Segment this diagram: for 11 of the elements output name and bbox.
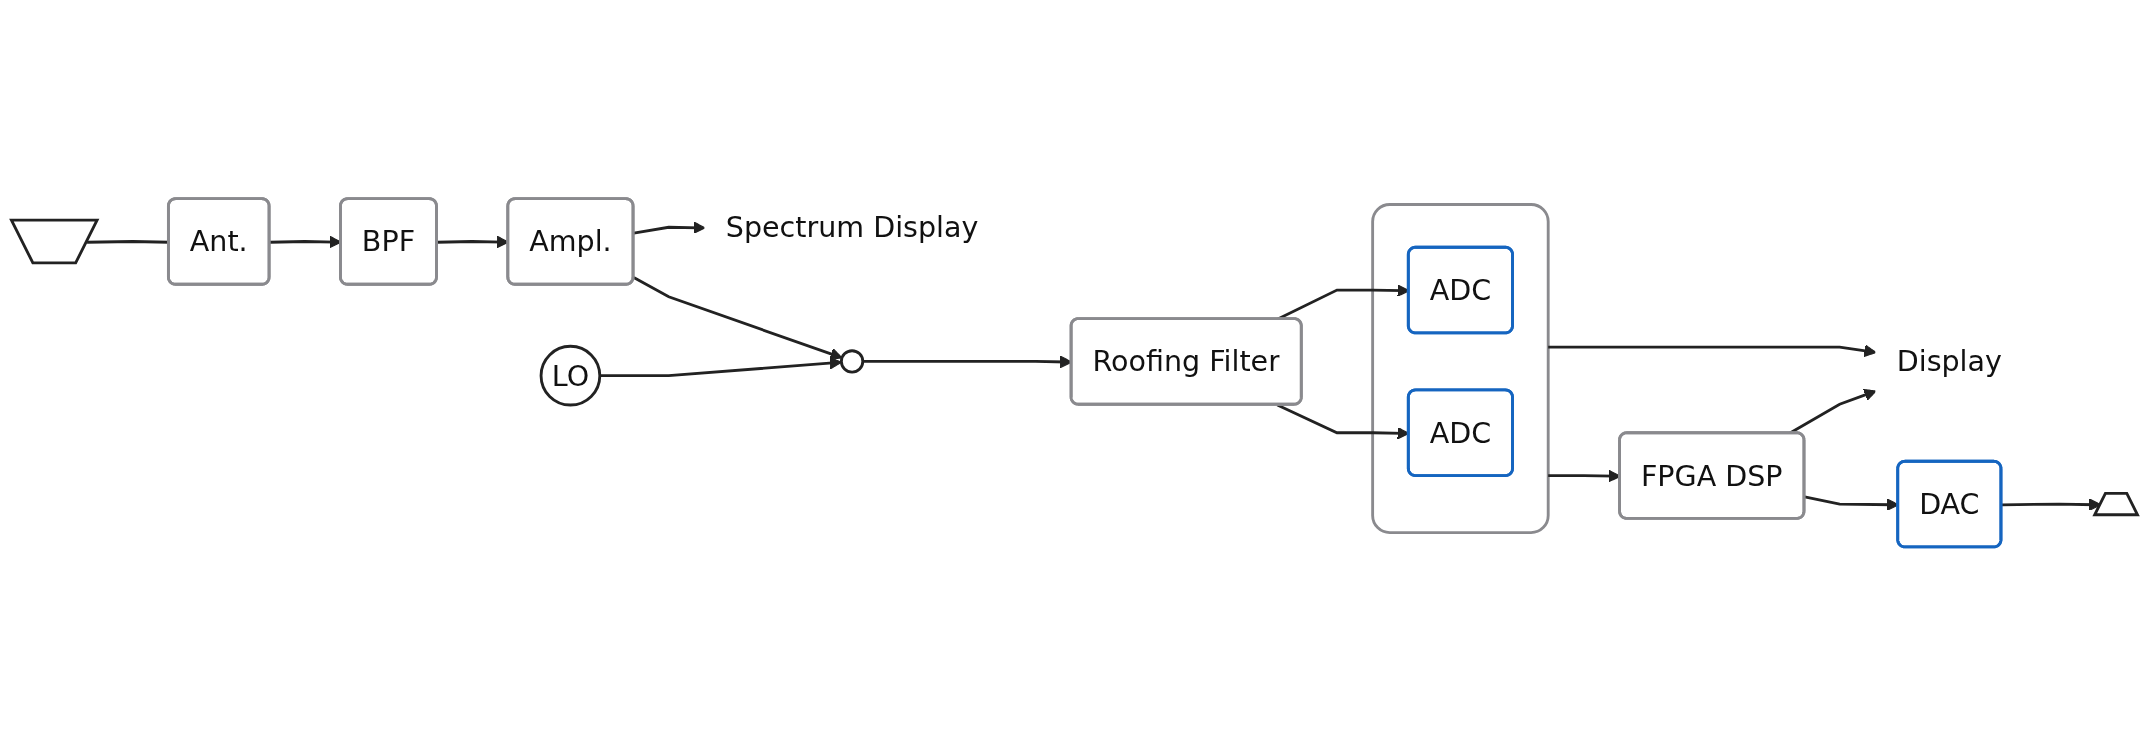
- cluster: [1371, 202, 1550, 534]
- arrow: [599, 356, 842, 377]
- arrow: [1548, 344, 1877, 357]
- node-circle: LO: [539, 344, 602, 407]
- node-text: Display: [1896, 344, 2002, 379]
- node-antenna: [9, 218, 100, 265]
- arrow: [633, 221, 706, 235]
- node-speaker: [2092, 491, 2140, 517]
- node-text: Spectrum Display: [725, 209, 979, 245]
- node-circle: [839, 349, 865, 374]
- arrow: [633, 276, 843, 360]
